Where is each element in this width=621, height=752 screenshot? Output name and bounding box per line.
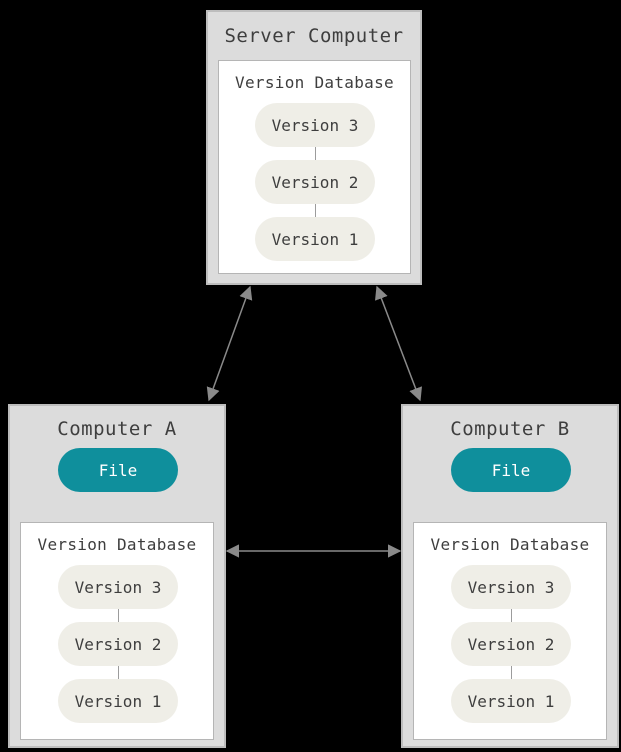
computer-a-db-title: Version Database [37,535,197,554]
server-version-2: Version 2 [255,160,375,204]
computer-b-title: Computer B [450,418,570,440]
server-version-1: Version 1 [255,217,375,261]
computer-a-title: Computer A [57,418,177,440]
computer-b-version-database: Version Database Version 3 Version 2 Ver… [413,522,607,740]
server-db-title: Version Database [235,73,394,92]
server-version-3: Version 3 [255,103,375,147]
computer-a-version-3: Version 3 [58,565,178,609]
computer-a-file: File [58,448,178,492]
server-computer-box: Server Computer Version Database Version… [206,10,422,285]
computer-b-box: Computer B File Version Database Version… [401,404,619,748]
computer-a-box: Computer A File Version Database Version… [8,404,226,748]
server-computer-title: Server Computer [224,25,404,47]
computer-a-version-database: Version Database Version 3 Version 2 Ver… [20,522,214,740]
arrow-server-computer-b [375,285,422,402]
computer-b-db-title: Version Database [430,535,590,554]
computer-a-version-2: Version 2 [58,622,178,666]
computer-b-version-2: Version 2 [451,622,571,666]
computer-b-version-3: Version 3 [451,565,571,609]
computer-b-file: File [451,448,571,492]
arrow-server-computer-a [206,285,253,402]
computer-a-version-1: Version 1 [58,679,178,723]
server-version-database: Version Database Version 3 Version 2 Ver… [218,60,411,274]
computer-b-version-1: Version 1 [451,679,571,723]
